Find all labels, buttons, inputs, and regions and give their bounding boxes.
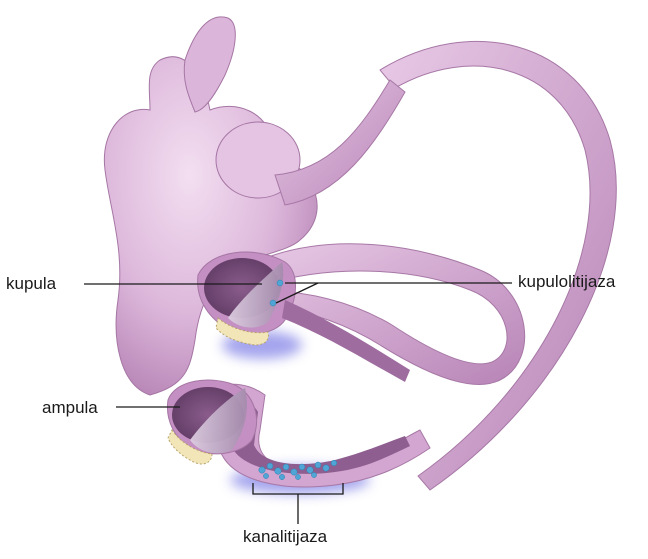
canalithiasis-label: kanalitijaza [243, 527, 327, 547]
cupulolithiasis-label: kupulolitijaza [518, 272, 615, 292]
utricle-horn [184, 17, 235, 112]
ampulla-label: ampula [42, 398, 98, 418]
cupula-label: kupula [6, 274, 56, 294]
